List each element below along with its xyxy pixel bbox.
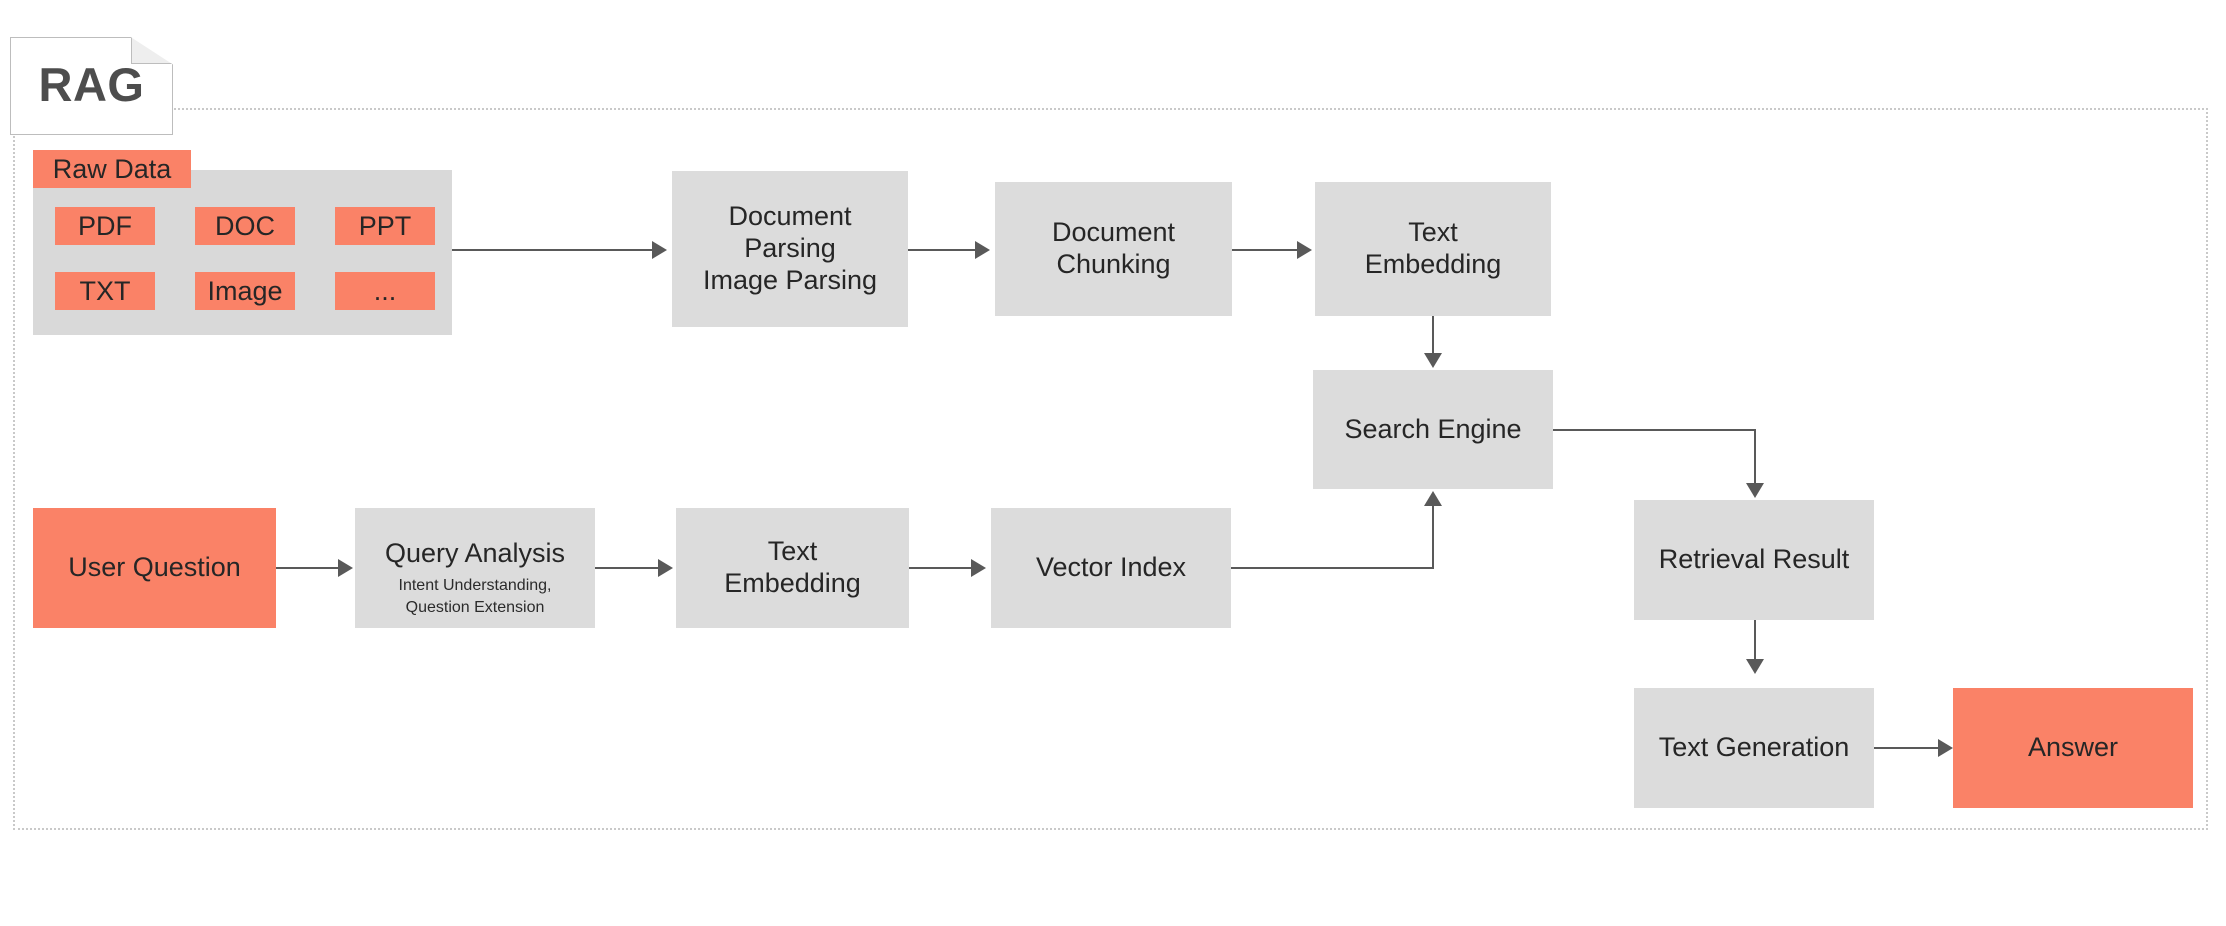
node-document-chunking-line-1: Document — [1051, 217, 1176, 248]
arrowhead-rawdata-to-parsing — [652, 241, 667, 259]
node-document-parsing-line-1: Document — [728, 201, 852, 232]
node-answer[interactable]: Answer — [1953, 688, 2193, 808]
source-chip-ppt[interactable]: PPT — [335, 207, 435, 245]
rag-title-label: RAG — [38, 57, 145, 111]
node-text-embedding-doc-line-1: Text — [1408, 217, 1458, 248]
node-query-analysis-title: Query Analysis — [384, 538, 566, 568]
source-chip-pdf[interactable]: PDF — [55, 207, 155, 245]
node-document-parsing-line-3: Image Parsing — [702, 264, 878, 295]
edge-searchengine-to-retrievalresult-horizontal — [1553, 429, 1756, 431]
node-text-embedding-doc-line-2: Embedding — [1364, 249, 1502, 279]
edge-embedding-to-searchengine — [1432, 316, 1434, 356]
edge-textgeneration-to-answer — [1874, 747, 1938, 749]
source-chip-doc-label: DOC — [215, 210, 275, 241]
node-answer-label: Answer — [2027, 732, 2119, 763]
node-user-question-label: User Question — [68, 552, 241, 583]
edge-vectorindex-to-searchengine-vertical — [1432, 504, 1434, 569]
rag-title-tag: RAG — [10, 37, 173, 135]
node-retrieval-result-label: Retrieval Result — [1658, 544, 1850, 575]
edge-chunking-to-embedding — [1232, 249, 1297, 251]
arrowhead-queryanalysis-to-embedding — [658, 559, 673, 577]
edge-embedding-to-vectorindex — [909, 567, 971, 569]
arrowhead-textgeneration-to-answer — [1938, 739, 1953, 757]
edge-retrievalresult-to-textgeneration — [1754, 620, 1756, 662]
source-chip-pdf-label: PDF — [78, 210, 132, 241]
node-query-analysis[interactable]: Query Analysis Intent Understanding, Que… — [355, 508, 595, 628]
node-text-embedding-doc[interactable]: Text Embedding — [1315, 182, 1551, 316]
node-text-generation[interactable]: Text Generation — [1634, 688, 1874, 808]
source-chip-txt[interactable]: TXT — [55, 272, 155, 310]
node-document-chunking[interactable]: Document Chunking — [995, 182, 1232, 316]
arrowhead-vectorindex-to-searchengine — [1424, 491, 1442, 506]
arrowhead-userquestion-to-queryanalysis — [338, 559, 353, 577]
edge-userquestion-to-queryanalysis — [276, 567, 338, 569]
source-chip-ppt-label: PPT — [358, 210, 412, 241]
edge-parsing-to-chunking — [908, 249, 975, 251]
node-text-embedding-query[interactable]: Text Embedding — [676, 508, 909, 628]
node-document-parsing-line-2: Parsing — [744, 233, 836, 264]
node-text-embedding-query-line-2: Embedding — [724, 568, 861, 598]
arrowhead-retrievalresult-to-textgeneration — [1746, 659, 1764, 674]
node-text-embedding-query-line-1: Text — [767, 536, 818, 567]
node-search-engine-label: Search Engine — [1344, 413, 1522, 444]
source-chip-image[interactable]: Image — [195, 272, 295, 310]
node-text-generation-label: Text Generation — [1658, 732, 1850, 763]
arrowhead-chunking-to-embedding — [1297, 241, 1312, 259]
source-chip-more-label: ... — [373, 275, 397, 306]
arrowhead-embedding-to-vectorindex — [971, 559, 986, 577]
source-chip-txt-label: TXT — [79, 275, 131, 306]
node-vector-index-label: Vector Index — [1035, 552, 1187, 583]
node-retrieval-result[interactable]: Retrieval Result — [1634, 500, 1874, 620]
arrowhead-parsing-to-chunking — [975, 241, 990, 259]
node-user-question[interactable]: User Question — [33, 508, 276, 628]
source-chip-more[interactable]: ... — [335, 272, 435, 310]
raw-data-group — [33, 170, 452, 335]
arrowhead-embedding-to-searchengine — [1424, 353, 1442, 368]
raw-data-group-label: Raw Data — [33, 150, 191, 188]
node-document-parsing[interactable]: Document Parsing Image Parsing — [672, 171, 908, 327]
node-document-chunking-line-2: Chunking — [1056, 249, 1171, 279]
edge-vectorindex-to-searchengine-horizontal — [1231, 567, 1433, 569]
edge-queryanalysis-to-embedding — [595, 567, 658, 569]
source-chip-doc[interactable]: DOC — [195, 207, 295, 245]
edge-rawdata-to-parsing — [452, 249, 652, 251]
node-query-analysis-subtitle-line-2: Question Extension — [405, 598, 545, 616]
node-query-analysis-subtitle-line-1: Intent Understanding, — [398, 576, 552, 594]
arrowhead-searchengine-to-retrievalresult — [1746, 483, 1764, 498]
node-vector-index[interactable]: Vector Index — [991, 508, 1231, 628]
node-search-engine[interactable]: Search Engine — [1313, 370, 1553, 489]
raw-data-group-label-text: Raw Data — [52, 153, 172, 184]
edge-searchengine-to-retrievalresult-vertical — [1754, 429, 1756, 486]
source-chip-image-label: Image — [207, 275, 283, 306]
